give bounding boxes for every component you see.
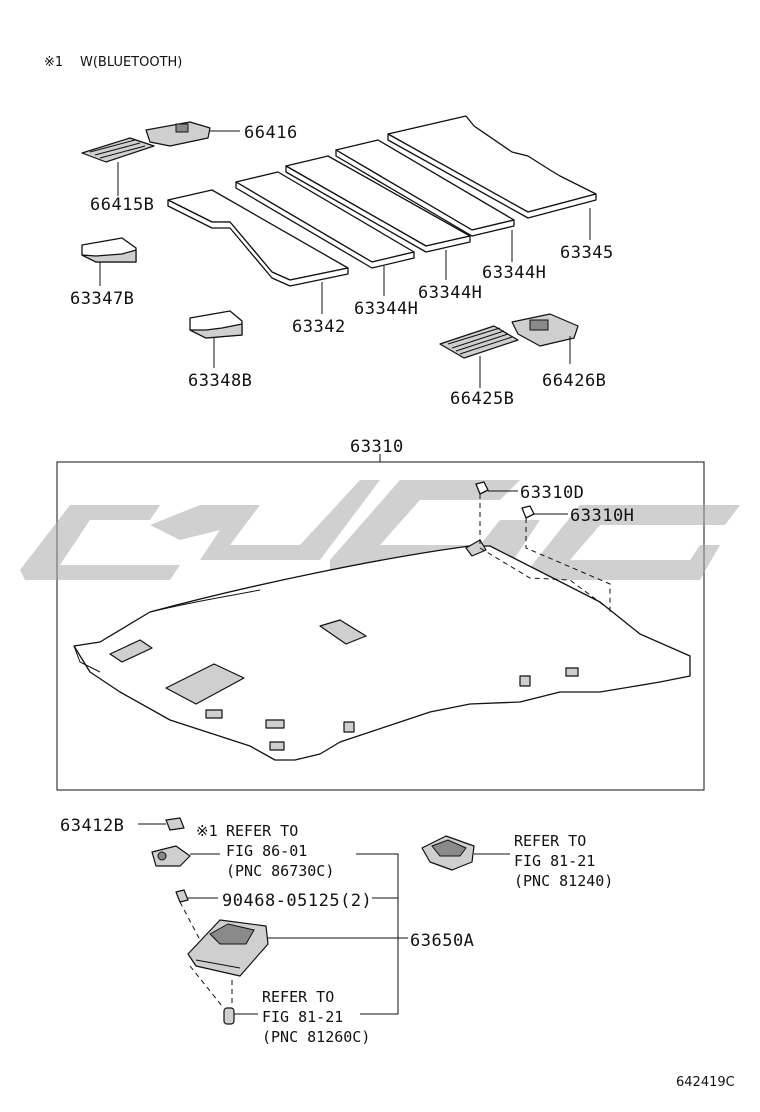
ref3-line1: REFER TO — [262, 988, 334, 1006]
label-63310h: 63310H — [570, 506, 634, 526]
clip-63310h-illustration — [521, 505, 568, 519]
ref2-line3: (PNC 81240) — [514, 872, 613, 890]
microphone-illustration — [151, 845, 191, 867]
screw-illustration — [175, 889, 189, 903]
headliner-illustration — [73, 539, 691, 761]
label-63348b: 63348B — [188, 371, 252, 391]
label-63310: 63310 — [350, 437, 404, 457]
part-63348b-illustration — [189, 310, 243, 339]
label-63650a: 63650A — [410, 931, 474, 951]
label-90468: 90468-05125(2) — [222, 891, 372, 911]
part-63344h-pad-2-illustration — [285, 155, 471, 253]
label-63344h-c: 63344H — [482, 263, 546, 283]
label-66425b: 66425B — [450, 389, 514, 409]
ref1-line3: (PNC 86730C) — [226, 862, 334, 880]
part-63342-illustration — [167, 189, 349, 287]
note-text: W(BLUETOOTH) — [80, 55, 182, 70]
clip-63310d-illustration — [475, 481, 518, 495]
label-63347b: 63347B — [70, 289, 134, 309]
overhead-console-illustration — [421, 835, 475, 871]
part-63344h-pad-3-illustration — [335, 139, 515, 237]
label-66416: 66416 — [244, 123, 298, 143]
bulb-illustration — [223, 1007, 235, 1025]
label-63342: 63342 — [292, 317, 346, 337]
ref3-line3: (PNC 81260C) — [262, 1028, 370, 1046]
label-66426b: 66426B — [542, 371, 606, 391]
ref1-line2: FIG 86-01 — [226, 842, 307, 860]
ref1-mark: ※1 — [196, 822, 218, 840]
headliner-frame — [56, 461, 705, 791]
part-63345-illustration — [387, 115, 597, 219]
part-63412b-illustration — [165, 817, 185, 831]
part-66426b-illustration — [511, 313, 579, 347]
figure-id: 642419C — [676, 1075, 735, 1090]
part-63347b-illustration — [81, 237, 137, 263]
ref1-line1: REFER TO — [226, 822, 298, 840]
label-63344h-b: 63344H — [418, 283, 482, 303]
part-66416-illustration — [145, 121, 240, 147]
part-63650a-illustration — [187, 919, 269, 977]
note-symbol: ※1 — [44, 55, 63, 70]
part-66425b-illustration — [439, 325, 519, 359]
label-63344h-a: 63344H — [354, 299, 418, 319]
label-63310d: 63310D — [520, 483, 584, 503]
label-63345: 63345 — [560, 243, 614, 263]
label-63412b: 63412B — [60, 816, 124, 836]
part-66415b-illustration — [81, 137, 155, 163]
ref2-line2: FIG 81-21 — [514, 852, 595, 870]
part-63344h-pad-1-illustration — [235, 171, 415, 269]
ref2-line1: REFER TO — [514, 832, 586, 850]
label-66415b: 66415B — [90, 195, 154, 215]
ref3-line2: FIG 81-21 — [262, 1008, 343, 1026]
